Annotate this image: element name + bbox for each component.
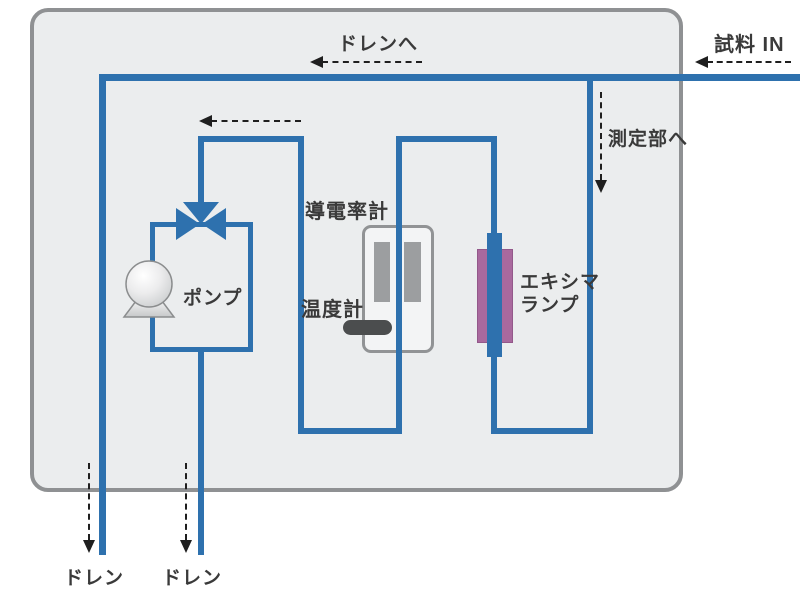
flow-arrow-to-measurement [600, 92, 602, 180]
label-pump: ポンプ [183, 288, 243, 309]
electrode-bar-left [374, 242, 390, 302]
measurement-branch-pipe [587, 79, 593, 434]
label-conductivity-meter: 導電率計 [305, 201, 389, 223]
label-thermometer: 温度計 [301, 299, 364, 321]
drain-pipe-left [99, 74, 106, 555]
label-sample-in: 試料 IN [714, 34, 785, 56]
label-drain-top: ドレンへ [338, 34, 419, 55]
label-drain-bottom-center: ドレン [162, 568, 223, 589]
flow-arrowhead-drain-top [310, 56, 323, 68]
meter-pipe [396, 139, 402, 434]
label-drain-bottom-left: ドレン [64, 568, 125, 589]
flow-arrowhead-drain-left [83, 540, 95, 553]
riser-pipe [298, 136, 304, 434]
flow-arrow-drain-center [185, 463, 187, 540]
flow-arrow-loop-top [211, 120, 301, 122]
label-to-measurement: 測定部へ [608, 129, 689, 150]
u-turn-pipe-left [298, 428, 402, 434]
flow-arrow-drain-top [322, 61, 422, 63]
label-excimer-lamp: エキシマ ランプ [520, 271, 600, 317]
valve-feed-pipe [198, 139, 204, 207]
lamp-to-meter-pipe [396, 136, 497, 142]
three-way-valve-icon [176, 202, 226, 240]
u-turn-pipe-right [491, 428, 593, 434]
flow-arrow-sample-in [707, 61, 791, 63]
flow-arrowhead-drain-center [180, 540, 192, 553]
drain-pipe-center [198, 350, 204, 555]
flow-arrow-drain-left [88, 463, 90, 540]
electrode-bar-right [404, 242, 421, 302]
label-excimer-lamp-line1: エキシマ [520, 272, 601, 293]
excimer-lamp-window [487, 233, 502, 357]
flow-arrowhead-to-measurement [595, 180, 607, 193]
thermometer-icon [343, 320, 392, 335]
riser-to-valve-pipe [198, 136, 304, 142]
flow-arrowhead-loop-top [199, 115, 212, 127]
pump-icon [122, 260, 176, 318]
flow-arrowhead-sample-in [695, 56, 708, 68]
analyzer-enclosure [30, 8, 683, 492]
label-excimer-lamp-line2: ランプ [520, 295, 580, 316]
sample-inlet-pipe [99, 74, 800, 81]
